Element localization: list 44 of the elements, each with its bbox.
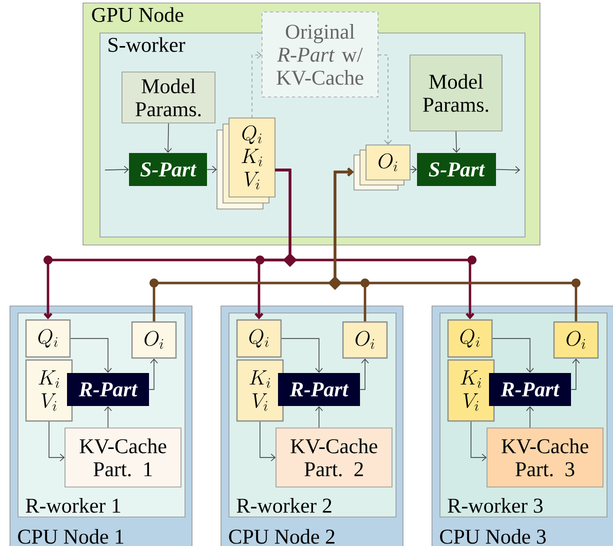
arrow (206, 166, 217, 174)
arrow (260, 421, 276, 462)
cache-box: KV-Cache Part. 1 (64, 428, 182, 488)
arrow (470, 421, 487, 462)
cache-box: KV-Cache Part. 2 (276, 428, 392, 488)
arrow (164, 123, 172, 153)
arrow (275, 168, 474, 320)
process-box: Model Params. (122, 72, 216, 124)
arrow (334, 168, 578, 322)
arrow (104, 166, 129, 174)
arrow (492, 338, 534, 373)
process-box: R-Part (278, 373, 360, 406)
tensor-box: $Q_i$ (236, 319, 282, 358)
process-box: Model Params. (410, 54, 502, 132)
arrow (70, 338, 112, 373)
dashed-box: Original R-Part w/ KV-Cache (262, 12, 378, 98)
tensor-box: $K_i$ $V_i$ (447, 359, 495, 422)
tensor-box: $Q_i$ (25, 319, 71, 358)
arrow (360, 358, 369, 390)
arrow (315, 406, 323, 428)
process-box: S-Part (129, 153, 207, 186)
arrow (570, 358, 580, 390)
process-box: S-Part (417, 153, 496, 186)
process-box: R-Part (67, 373, 149, 406)
arrow (252, 51, 262, 118)
tensor-box: $O_i$ (342, 321, 388, 359)
tensor-box: $Q_i$ (447, 319, 493, 358)
arrow (48, 421, 65, 462)
arrow (378, 54, 392, 145)
tensor-stack: $Q_i$ $K_i$ $V_i$ (216, 118, 276, 210)
arrow (410, 166, 417, 174)
arrow (496, 166, 520, 174)
tensor-box: $O_i$ (553, 321, 599, 359)
process-box: R-Part (489, 373, 571, 406)
arrow (526, 406, 534, 428)
tensor-box: $K_i$ $V_i$ (236, 359, 284, 422)
arrow (148, 358, 158, 390)
arrow (281, 338, 323, 373)
tensor-box: $O_i$ (131, 321, 177, 359)
arrow (452, 131, 460, 153)
tensor-box: $K_i$ $V_i$ (25, 359, 73, 422)
tensor-stack: $O_i$ (354, 144, 410, 190)
arrow (104, 406, 112, 428)
cache-box: KV-Cache Part. 3 (486, 428, 604, 488)
